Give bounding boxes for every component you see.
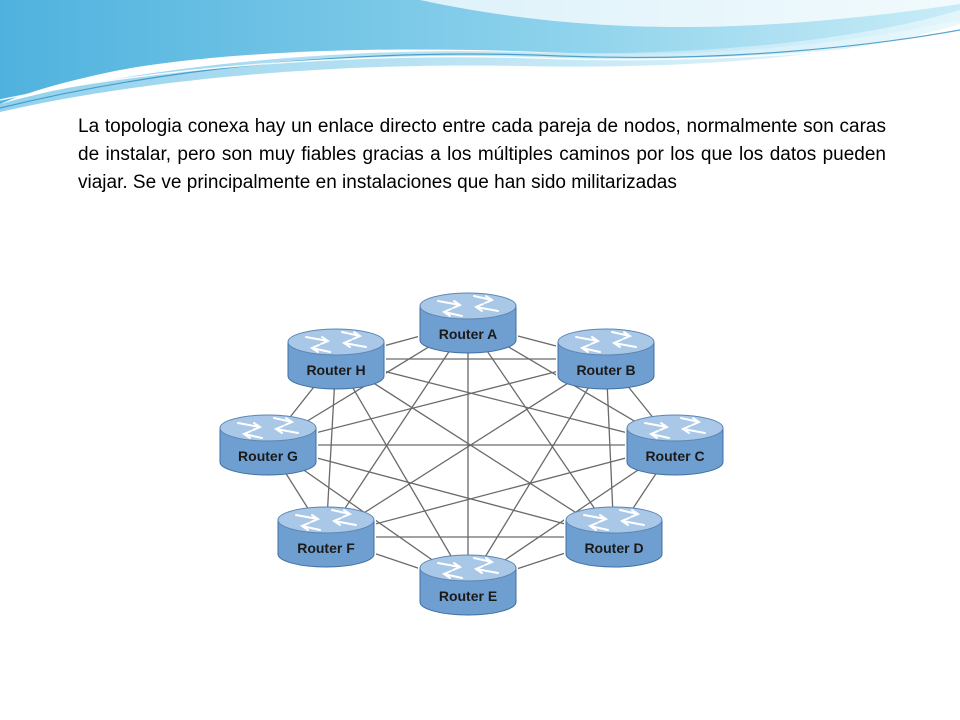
router-c: Router C (625, 414, 725, 476)
router-icon (564, 506, 664, 568)
router-f: Router F (276, 506, 376, 568)
link-c-f (325, 444, 676, 538)
router-label: Router D (584, 540, 643, 556)
router-e: Router E (418, 554, 518, 616)
link-c-h (335, 358, 676, 446)
routers-layer: Router A Router B Router C Router D Router E… (218, 292, 725, 616)
mesh-topology-diagram: Router A Router B Router C Router D Router E… (200, 276, 744, 642)
router-b: Router B (556, 328, 656, 390)
router-icon (276, 506, 376, 568)
router-icon (418, 292, 518, 354)
link-b-f (325, 358, 607, 538)
header-wave-decoration (0, 0, 960, 112)
router-icon (556, 328, 656, 390)
router-d: Router D (564, 506, 664, 568)
link-d-g (267, 444, 615, 538)
body-text: La topologia conexa hay un enlace direct… (78, 116, 886, 193)
router-label: Router E (439, 588, 497, 604)
router-label: Router C (645, 448, 704, 464)
router-label: Router F (297, 540, 355, 556)
router-label: Router H (306, 362, 365, 378)
router-a: Router A (418, 292, 518, 354)
router-icon (286, 328, 386, 390)
link-e-h (335, 358, 469, 586)
link-b-e (467, 358, 607, 586)
link-b-g (267, 358, 607, 446)
router-label: Router B (576, 362, 635, 378)
mesh-topology-svg: Router A Router B Router C Router D Router E… (218, 292, 725, 616)
router-icon (218, 414, 318, 476)
router-icon (625, 414, 725, 476)
link-d-h (335, 358, 615, 538)
router-icon (418, 554, 518, 616)
router-label: Router A (439, 326, 498, 342)
router-h: Router H (286, 328, 386, 390)
router-g: Router G (218, 414, 318, 476)
router-label: Router G (238, 448, 298, 464)
